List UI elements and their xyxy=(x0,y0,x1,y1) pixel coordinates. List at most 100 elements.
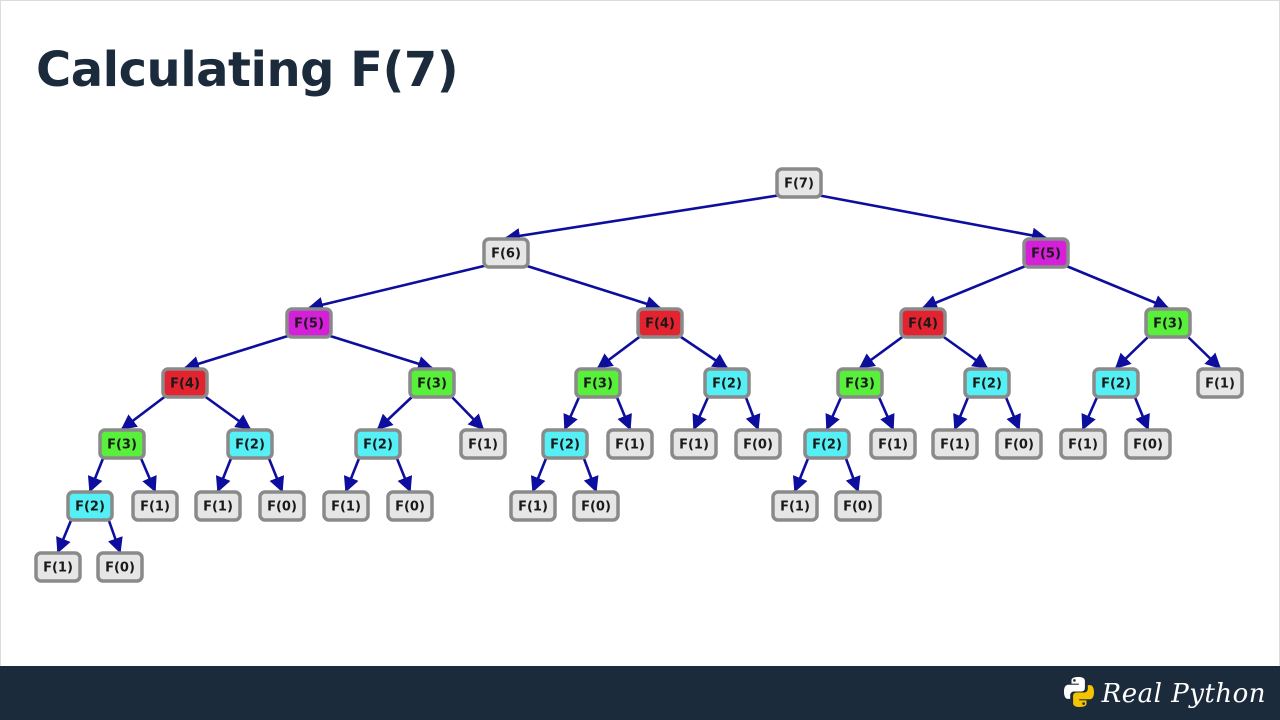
node-label: F(0) xyxy=(1133,438,1163,453)
edge-f4-to-f2 xyxy=(677,333,729,370)
edge-f2-to-f0 xyxy=(743,394,761,431)
edge-f2-to-f0 xyxy=(106,517,123,554)
edge-f7-to-f6 xyxy=(504,193,782,244)
node-label: F(3) xyxy=(583,377,613,392)
node-label: F(3) xyxy=(1153,317,1183,332)
node-box xyxy=(995,428,1043,460)
edge-f3-to-f1 xyxy=(614,394,632,431)
node-f3: F(3) xyxy=(574,367,622,399)
node-box xyxy=(670,428,718,460)
node-f7: F(7) xyxy=(775,167,823,199)
node-box xyxy=(285,307,333,339)
node-box xyxy=(931,428,979,460)
node-f0: F(0) xyxy=(995,428,1043,460)
edge-f2-to-f0 xyxy=(1003,394,1021,431)
node-label: F(1) xyxy=(615,438,645,453)
node-f1: F(1) xyxy=(509,490,557,522)
node-box xyxy=(1092,367,1140,399)
edge-f2-to-f0 xyxy=(843,455,861,493)
node-label: F(2) xyxy=(363,438,393,453)
node-label: F(0) xyxy=(1004,438,1034,453)
node-box xyxy=(258,490,306,522)
node-box xyxy=(541,428,589,460)
brand[interactable]: Real Python xyxy=(1062,674,1266,714)
edge-f4-to-f3 xyxy=(596,333,643,370)
node-box xyxy=(34,551,82,583)
node-f2: F(2) xyxy=(803,428,851,460)
node-box xyxy=(226,428,274,460)
edge-f4-to-f3 xyxy=(120,393,168,431)
footer-bar: Real Python xyxy=(0,666,1280,720)
node-box xyxy=(509,490,557,522)
node-f0: F(0) xyxy=(1124,428,1172,460)
python-logo-icon xyxy=(1062,675,1096,713)
node-f4: F(4) xyxy=(636,307,684,339)
node-f2: F(2) xyxy=(1092,367,1140,399)
edge-f4-to-f2 xyxy=(202,393,252,431)
node-label: F(1) xyxy=(679,438,709,453)
node-f6: F(6) xyxy=(482,237,530,269)
node-label: F(1) xyxy=(331,500,361,515)
page-title: Calculating F(7) xyxy=(36,42,459,98)
node-f0: F(0) xyxy=(386,490,434,522)
node-f1: F(1) xyxy=(670,428,718,460)
call-tree-diagram: F(7) F(6) F(5) F(4) F(3) F(2) F(1) F(0) F(1) F(2)… xyxy=(34,167,1244,583)
node-f0: F(0) xyxy=(572,490,620,522)
node-label: F(0) xyxy=(843,500,873,515)
node-label: F(1) xyxy=(468,438,498,453)
node-box xyxy=(636,307,684,339)
edge-f3-to-f1 xyxy=(138,455,157,493)
node-label: F(1) xyxy=(1205,377,1235,392)
edge-f5-to-f4 xyxy=(183,333,292,372)
node-label: F(1) xyxy=(1068,438,1098,453)
node-box xyxy=(1059,428,1107,460)
edge-f3-to-f2 xyxy=(376,394,415,431)
node-box xyxy=(572,490,620,522)
node-f3: F(3) xyxy=(98,428,146,460)
node-box xyxy=(1022,237,1070,269)
edge-f2-to-f1 xyxy=(215,455,234,493)
edge-f3-to-f2 xyxy=(563,394,582,431)
node-f1: F(1) xyxy=(771,490,819,522)
node-box xyxy=(66,490,114,522)
node-f1: F(1) xyxy=(322,490,370,522)
node-box xyxy=(96,551,144,583)
node-label: F(0) xyxy=(267,500,297,515)
edge-f3-to-f2 xyxy=(1114,334,1151,370)
node-box xyxy=(131,490,179,522)
node-box xyxy=(1196,367,1244,399)
edge-f5-to-f3 xyxy=(326,333,434,372)
node-box xyxy=(459,428,507,460)
node-label: F(2) xyxy=(75,500,105,515)
node-label: F(4) xyxy=(645,317,675,332)
node-f1: F(1) xyxy=(606,428,654,460)
edge-f4-to-f3 xyxy=(858,333,906,370)
node-label: F(0) xyxy=(395,500,425,515)
node-box xyxy=(161,367,209,399)
node-label: F(0) xyxy=(105,561,135,576)
edge-f3-to-f1 xyxy=(876,394,895,431)
node-f0: F(0) xyxy=(258,490,306,522)
edge-f2-to-f1 xyxy=(343,455,362,493)
node-box xyxy=(354,428,402,460)
edge-f3-to-f1 xyxy=(1185,334,1222,370)
node-box xyxy=(322,490,370,522)
edge-f2-to-f0 xyxy=(266,455,285,493)
node-box xyxy=(734,428,782,460)
node-label: F(3) xyxy=(107,438,137,453)
node-label: F(5) xyxy=(294,317,324,332)
node-box xyxy=(194,490,242,522)
node-label: F(1) xyxy=(43,561,73,576)
edges-layer xyxy=(56,193,1222,554)
node-label: F(0) xyxy=(743,438,773,453)
node-box xyxy=(408,367,456,399)
node-box xyxy=(899,307,947,339)
edge-f2-to-f1 xyxy=(792,455,811,493)
node-f1: F(1) xyxy=(869,428,917,460)
node-f2: F(2) xyxy=(963,367,1011,399)
node-f0: F(0) xyxy=(834,490,882,522)
node-box xyxy=(482,237,530,269)
edge-f2-to-f1 xyxy=(953,394,971,431)
node-f5: F(5) xyxy=(1022,237,1070,269)
node-f3: F(3) xyxy=(408,367,456,399)
